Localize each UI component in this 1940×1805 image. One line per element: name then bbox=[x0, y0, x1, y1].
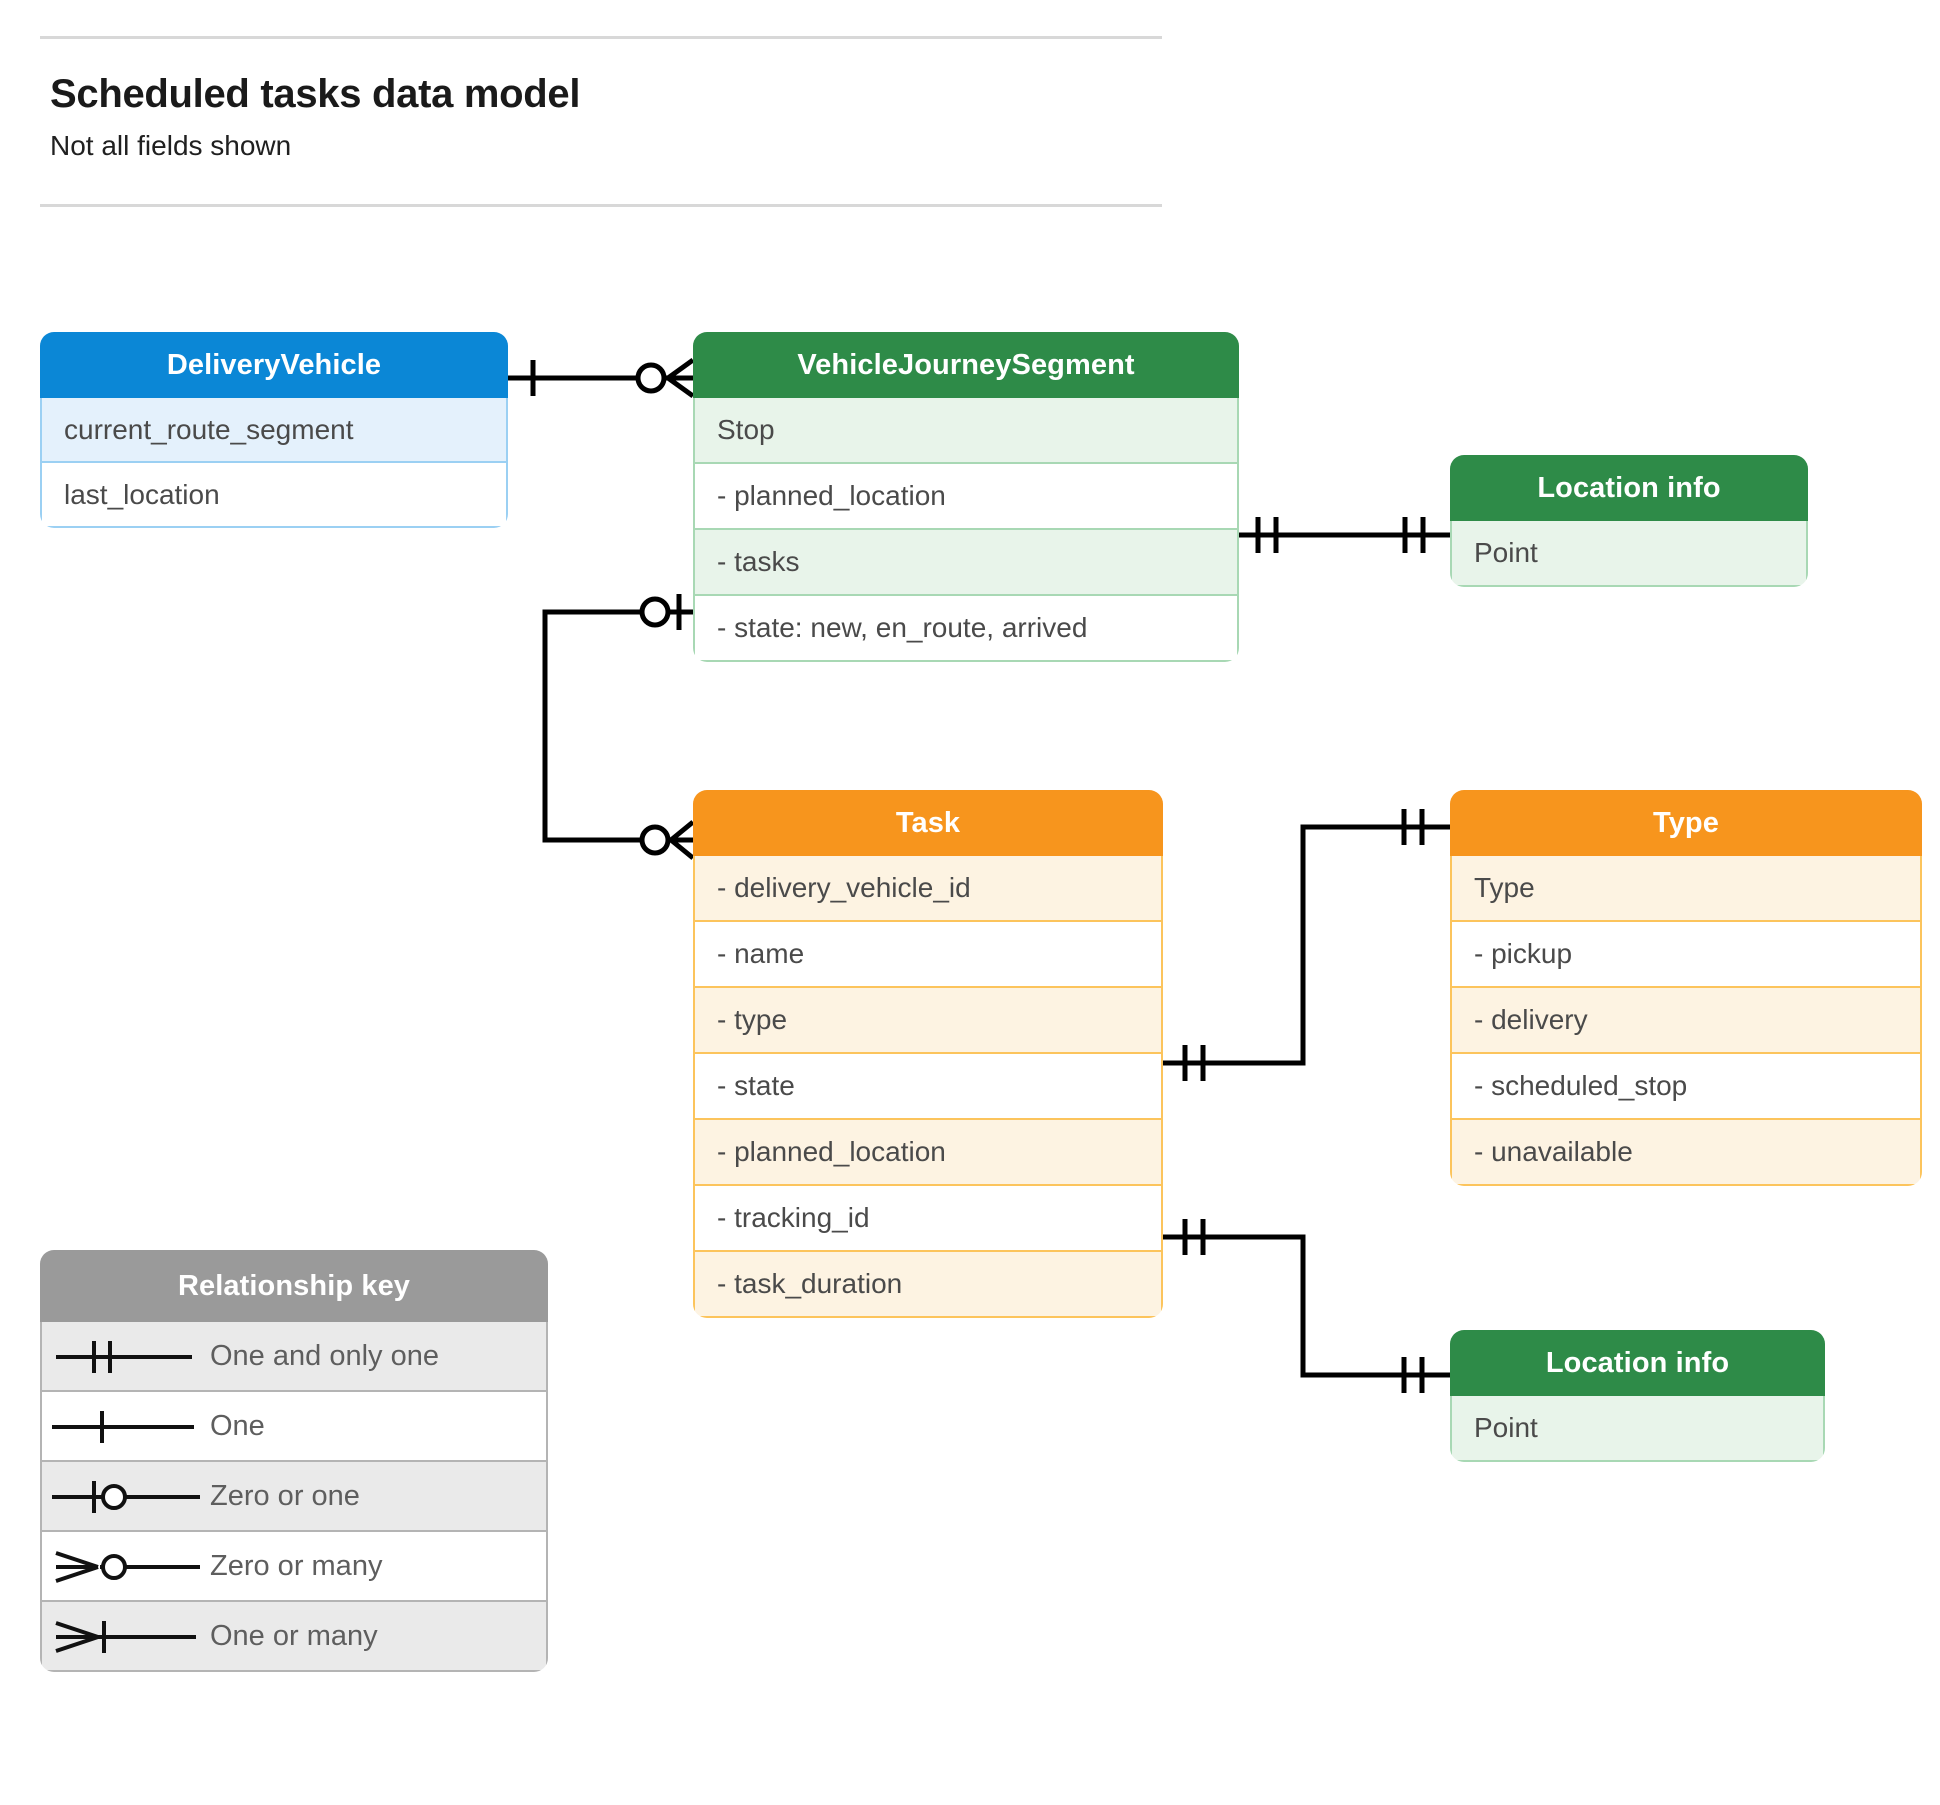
legend-item: Zero or many bbox=[40, 1532, 548, 1602]
entity-type[interactable]: Type Type - pickup - delivery - schedule… bbox=[1450, 790, 1922, 1186]
connector-vjs-tasks-task bbox=[542, 594, 695, 860]
entity-title-vehicle-journey-segment: VehicleJourneySegment bbox=[693, 332, 1239, 398]
field-row: - tracking_id bbox=[693, 1186, 1163, 1252]
field-row: Point bbox=[1450, 521, 1808, 587]
field-row: last_location bbox=[40, 463, 508, 528]
field-row: - tasks bbox=[693, 530, 1239, 596]
entity-location-info-bottom[interactable]: Location info Point bbox=[1450, 1330, 1825, 1462]
legend-relationship-key[interactable]: Relationship key One and only one bbox=[40, 1250, 548, 1672]
field-row: - name bbox=[693, 922, 1163, 988]
connector-vjs-planned-location-locationinfo bbox=[1239, 517, 1450, 553]
zero-or-many-icon bbox=[42, 1532, 210, 1600]
connector-deliveryvehicle-vehiclejourneysegment bbox=[508, 357, 695, 399]
legend-item-label: Zero or many bbox=[210, 1549, 383, 1582]
legend-item: One or many bbox=[40, 1602, 548, 1672]
one-or-many-icon bbox=[42, 1602, 210, 1670]
field-row: - scheduled_stop bbox=[1450, 1054, 1922, 1120]
entity-title-task: Task bbox=[693, 790, 1163, 856]
legend-item-label: One and only one bbox=[210, 1339, 439, 1372]
field-row: - delivery bbox=[1450, 988, 1922, 1054]
legend-item: One and only one bbox=[40, 1322, 548, 1392]
page-title: Scheduled tasks data model bbox=[50, 72, 581, 116]
field-row: - planned_location bbox=[693, 1120, 1163, 1186]
legend-item-label: One or many bbox=[210, 1619, 378, 1652]
field-row: Stop bbox=[693, 398, 1239, 464]
one-and-only-one-icon bbox=[42, 1322, 210, 1390]
entity-delivery-vehicle[interactable]: DeliveryVehicle current_route_segment la… bbox=[40, 332, 508, 528]
connector-task-planned-location-locationinfo bbox=[1163, 1219, 1450, 1393]
legend-item-label: Zero or one bbox=[210, 1479, 360, 1512]
field-row: - delivery_vehicle_id bbox=[693, 856, 1163, 922]
entity-title-location-info-bottom: Location info bbox=[1450, 1330, 1825, 1396]
header-divider-bottom bbox=[40, 204, 1162, 207]
entity-title-location-info-top: Location info bbox=[1450, 455, 1808, 521]
field-row: - planned_location bbox=[693, 464, 1239, 530]
entity-location-info-top[interactable]: Location info Point bbox=[1450, 455, 1808, 587]
one-icon bbox=[42, 1392, 210, 1460]
header-divider-top bbox=[40, 36, 1162, 39]
page-subtitle: Not all fields shown bbox=[50, 130, 292, 161]
field-row: Type bbox=[1450, 856, 1922, 922]
field-row: - type bbox=[693, 988, 1163, 1054]
connector-task-type-type bbox=[1163, 809, 1450, 1081]
legend-item: Zero or one bbox=[40, 1462, 548, 1532]
field-row: - state: new, en_route, arrived bbox=[693, 596, 1239, 662]
field-row: Point bbox=[1450, 1396, 1825, 1462]
entity-task[interactable]: Task - delivery_vehicle_id - name - type… bbox=[693, 790, 1163, 1318]
legend-item-label: One bbox=[210, 1409, 265, 1442]
entity-vehicle-journey-segment[interactable]: VehicleJourneySegment Stop - planned_loc… bbox=[693, 332, 1239, 662]
entity-title-delivery-vehicle: DeliveryVehicle bbox=[40, 332, 508, 398]
field-row: - state bbox=[693, 1054, 1163, 1120]
field-row: - pickup bbox=[1450, 922, 1922, 988]
legend-item: One bbox=[40, 1392, 548, 1462]
zero-or-one-icon bbox=[42, 1462, 210, 1530]
legend-title: Relationship key bbox=[40, 1250, 548, 1322]
entity-title-type: Type bbox=[1450, 790, 1922, 856]
field-row: current_route_segment bbox=[40, 398, 508, 463]
field-row: - unavailable bbox=[1450, 1120, 1922, 1186]
field-row: - task_duration bbox=[693, 1252, 1163, 1318]
